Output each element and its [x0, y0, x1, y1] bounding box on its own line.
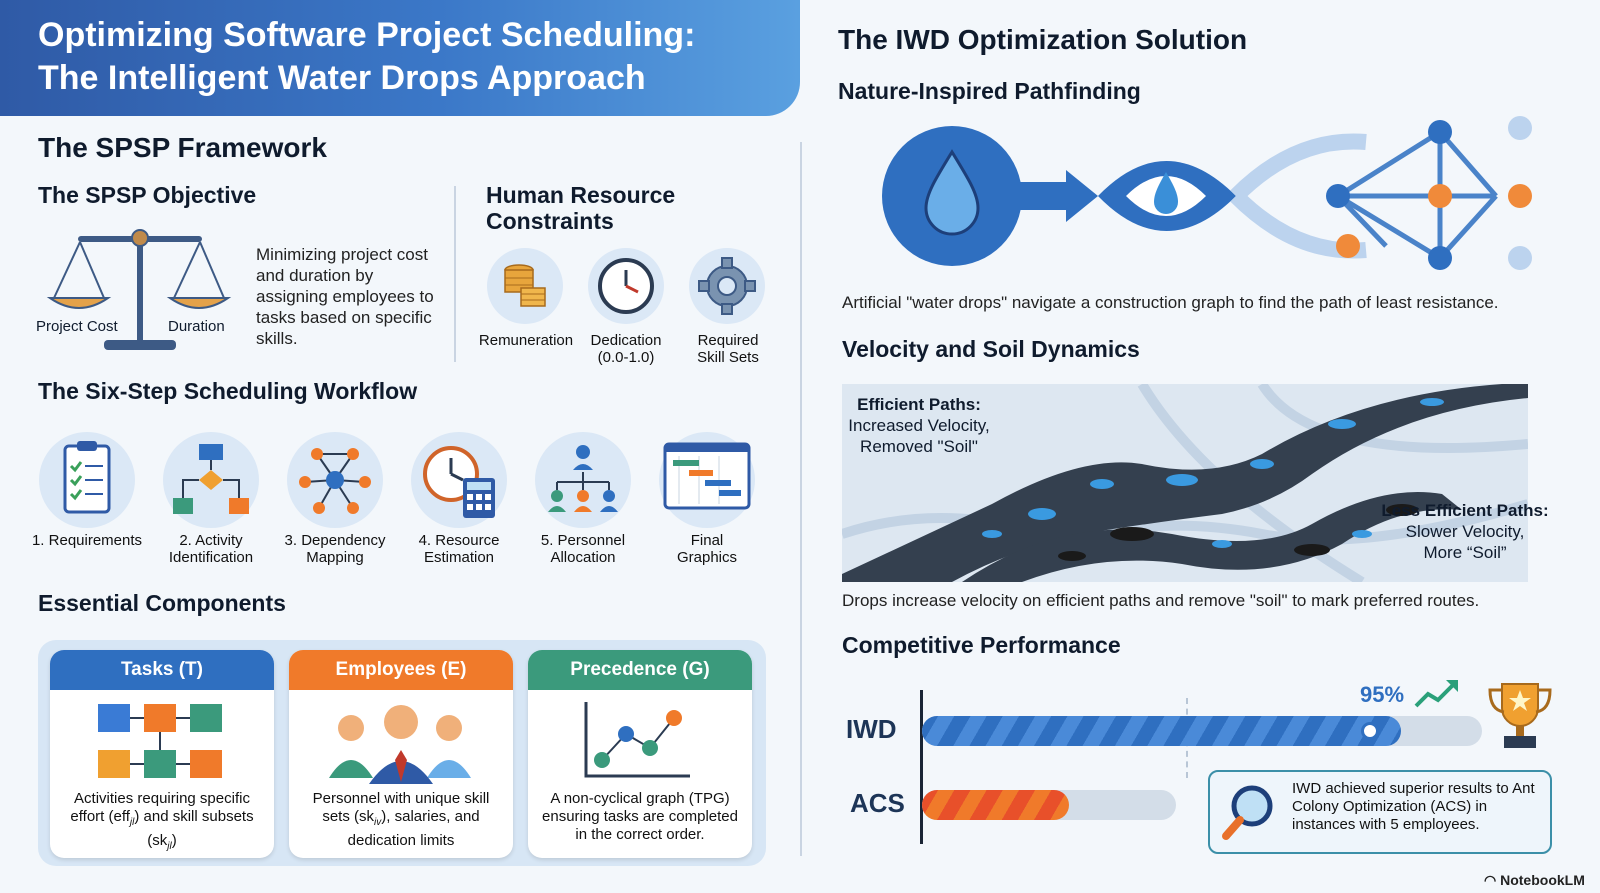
- framework-title: The SPSP Framework: [38, 132, 327, 163]
- section-divider: [454, 186, 456, 362]
- acs-bar-track: [922, 790, 1176, 820]
- workflow-step-1: 1. Requirements: [31, 532, 143, 549]
- gantt-chart-icon: [659, 432, 755, 528]
- right-title: The IWD Optimization Solution: [838, 24, 1248, 55]
- card-tasks: Tasks (T) Activities requiring specific …: [50, 650, 274, 858]
- flowchart-icon: [163, 432, 259, 528]
- objective-title: The SPSP Objective: [38, 182, 257, 208]
- card-precedence: Precedence (G) A non-cyclical graph (TPG…: [528, 650, 752, 858]
- acs-bar-fill: [922, 790, 1069, 820]
- title-line-1: Optimizing Software Project Scheduling:: [38, 16, 696, 54]
- objective-description: Minimizing project cost and duration by …: [256, 245, 434, 348]
- performance-title: Competitive Performance: [842, 632, 1121, 658]
- hr-title-line-2: Constraints: [486, 208, 614, 234]
- river-soil-graphic: [842, 384, 1528, 582]
- card-tasks-text: Activities requiring specific effort (ef…: [70, 790, 254, 852]
- title-line-2: The Intelligent Water Drops Approach: [38, 59, 646, 97]
- clock-icon: [588, 248, 664, 324]
- hr-title-line-1: Human Resource: [486, 182, 676, 208]
- iwd-bar-fill: [922, 716, 1401, 746]
- clipboard-checklist-icon: [39, 432, 135, 528]
- performance-note-box: [1208, 770, 1552, 854]
- card-precedence-title: Precedence (G): [528, 650, 752, 690]
- pathfinding-caption: Artificial "water drops" navigate a cons…: [842, 293, 1499, 312]
- performance-note: IWD achieved superior results to Ant Col…: [1292, 780, 1535, 833]
- center-divider: [800, 142, 802, 856]
- iwd-bar-label: IWD: [846, 714, 897, 744]
- trend-up-icon: [1414, 680, 1458, 708]
- brand-label: ◠ NotebookLM: [1484, 872, 1585, 888]
- hr-item-remuneration: Remuneration: [478, 332, 574, 349]
- card-employees-text: Personnel with unique skill sets (skiv),…: [312, 790, 490, 849]
- card-precedence-text: A non-cyclical graph (TPG) ensuring task…: [542, 790, 738, 843]
- card-tasks-title: Tasks (T): [50, 650, 274, 690]
- notebooklm-logo-icon: ◠: [1484, 872, 1501, 888]
- velocity-caption: Drops increase velocity on efficient pat…: [842, 591, 1480, 610]
- pathfinding-title: Nature-Inspired Pathfinding: [838, 78, 1141, 104]
- workflow-title: The Six-Step Scheduling Workflow: [38, 378, 418, 404]
- less-efficient-paths-label: Less Efficient Paths: Slower Velocity, M…: [1381, 501, 1549, 562]
- clock-calculator-icon: [411, 432, 507, 528]
- efficient-paths-label: Efficient Paths: Increased Velocity, Rem…: [844, 394, 994, 457]
- page-title: Optimizing Software Project Scheduling: …: [38, 14, 798, 100]
- performance-axis: [920, 690, 923, 844]
- hr-title: Human Resource Constraints: [486, 182, 675, 234]
- header-band: [0, 0, 800, 116]
- card-employees: Employees (E) Personnel with unique skil…: [289, 650, 513, 858]
- iwd-bar-track: [922, 716, 1482, 746]
- precedence-graph-icon: [584, 702, 690, 778]
- people-icon: [329, 705, 471, 784]
- coins-icon: [487, 248, 563, 324]
- hr-item-dedication: Dedication(0.0-1.0): [590, 332, 662, 366]
- components-title: Essential Components: [38, 590, 286, 616]
- velocity-title: Velocity and Soil Dynamics: [842, 336, 1140, 362]
- iwd-bar-marker: [1361, 722, 1379, 740]
- label-project-cost: Project Cost: [36, 318, 118, 335]
- network-icon: [287, 432, 383, 528]
- org-chart-icon: [535, 432, 631, 528]
- magnifier-icon: [1222, 785, 1273, 840]
- trophy-icon: [1488, 683, 1552, 748]
- gear-icon: [689, 248, 765, 324]
- water-drop-pathfinding-graphic: [882, 116, 1532, 270]
- iwd-value-label: 95%: [1360, 682, 1405, 707]
- task-blocks-icon: [98, 704, 222, 778]
- acs-bar-label: ACS: [850, 788, 905, 818]
- card-employees-title: Employees (E): [289, 650, 513, 690]
- balance-scale-icon: [46, 229, 232, 350]
- label-duration: Duration: [168, 318, 225, 335]
